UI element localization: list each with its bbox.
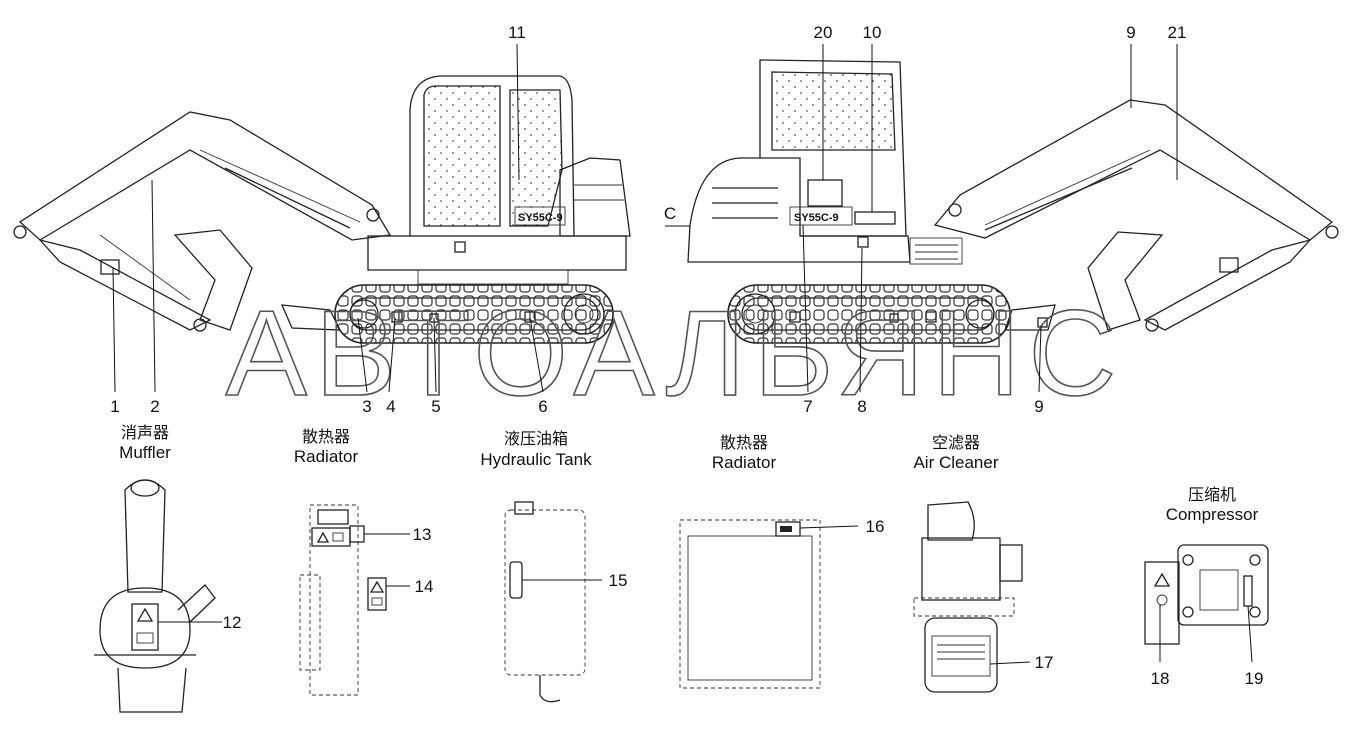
callout-6: 6: [538, 397, 547, 416]
callout-3: 3: [362, 397, 371, 416]
radiator-right-label-en: Radiator: [712, 453, 777, 472]
muffler-detail: [94, 479, 222, 713]
muffler-label-en: Muffler: [119, 443, 171, 462]
air-cleaner-label-en: Air Cleaner: [913, 453, 998, 472]
air-cleaner-detail: [913, 501, 1031, 693]
compressor-label-cn: 压缩机: [1188, 485, 1236, 504]
hydraulic-tank-label-en: Hydraulic Tank: [480, 450, 592, 469]
callout-7: 7: [803, 397, 812, 416]
callout-18: 18: [1151, 669, 1170, 688]
radiator-left-label-cn: 散热器: [302, 427, 350, 446]
compressor-detail: [1144, 544, 1269, 663]
air-cleaner-label-cn: 空滤器: [932, 433, 980, 452]
callout-19: 19: [1245, 669, 1264, 688]
callout-15: 15: [609, 571, 628, 590]
radiator-right-label-cn: 散热器: [720, 433, 768, 452]
callout-9-bottom: 9: [1034, 397, 1043, 416]
callout-21: 21: [1168, 23, 1187, 42]
hydraulic-tank-label-cn: 液压油箱: [504, 429, 568, 448]
model-badge-left: SY55C-9: [518, 212, 563, 224]
callout-20: 20: [814, 23, 833, 42]
watermark: АВТОАЛЬЯНС: [226, 285, 1125, 421]
callout-17: 17: [1035, 653, 1054, 672]
callout-12: 12: [223, 613, 242, 632]
excavator-right-view: SY55C-9: [687, 59, 1339, 344]
compressor-label-en: Compressor: [1166, 505, 1259, 524]
callout-13: 13: [413, 525, 432, 544]
hydraulic-tank-detail: [504, 501, 602, 703]
callout-16: 16: [866, 517, 885, 536]
callout-5: 5: [431, 397, 440, 416]
callout-14: 14: [415, 577, 434, 596]
callout-1: 1: [110, 397, 119, 416]
excavator-left-view: SY55C-9: [13, 75, 631, 344]
callout-11: 11: [508, 23, 526, 42]
callout-leaders: [112, 43, 1178, 393]
radiator-right-detail: [679, 519, 859, 689]
radiator-left-label-en: Radiator: [294, 447, 359, 466]
callout-c: C: [664, 204, 676, 223]
callout-9-top: 9: [1126, 23, 1135, 42]
model-badge-right: SY55C-9: [794, 212, 839, 224]
radiator-left-detail: [299, 504, 410, 696]
muffler-label-cn: 消声器: [121, 423, 169, 442]
callout-2: 2: [150, 397, 159, 416]
callout-8: 8: [857, 397, 866, 416]
callout-10: 10: [863, 23, 882, 42]
callout-4: 4: [386, 397, 395, 416]
left-track: [334, 284, 614, 344]
